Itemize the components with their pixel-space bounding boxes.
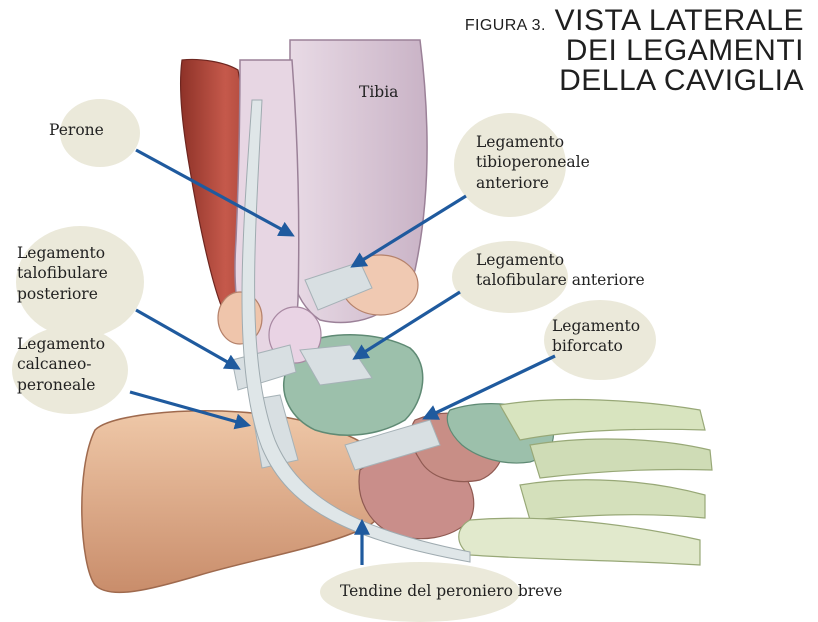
label-line: Legamento — [17, 334, 105, 354]
figure-title: FIGURA 3. VISTA LATERALE DEI LEGAMENTI D… — [444, 6, 804, 96]
label-line: biforcato — [552, 336, 640, 356]
label-line: Legamento — [476, 250, 645, 270]
label-talofibulare-posteriore: Legamento talofibulare posteriore — [17, 243, 108, 304]
label-line: calcaneo- — [17, 354, 105, 374]
label-biforcato: Legamento biforcato — [552, 316, 640, 357]
label-line: tibioperoneale — [476, 152, 590, 172]
label-line: Legamento — [552, 316, 640, 336]
title-line-2: DEI LEGAMENTI — [444, 36, 804, 66]
label-line: anteriore — [476, 173, 590, 193]
label-line: Legamento — [17, 243, 108, 263]
label-line: Legamento — [476, 132, 590, 152]
title-text-1: VISTA LATERALE — [555, 4, 804, 37]
label-tibioperoneale: Legamento tibioperoneale anteriore — [476, 132, 590, 193]
title-line-3: DELLA CAVIGLIA — [444, 66, 804, 96]
label-line: peroneale — [17, 375, 105, 395]
label-perone: Perone — [49, 120, 104, 140]
label-calcaneoperoneale: Legamento calcaneo- peroneale — [17, 334, 105, 395]
label-line: posteriore — [17, 284, 108, 304]
label-tendine: Tendine del peroniero breve — [340, 581, 562, 601]
label-line: talofibulare — [17, 263, 108, 283]
figure-number: FIGURA 3. — [465, 17, 546, 34]
title-line-1: FIGURA 3. VISTA LATERALE — [444, 6, 804, 36]
label-tibia: Tibia — [359, 82, 398, 102]
label-line: talofibulare anteriore — [476, 270, 645, 290]
label-talofibulare-anteriore: Legamento talofibulare anteriore — [476, 250, 645, 291]
